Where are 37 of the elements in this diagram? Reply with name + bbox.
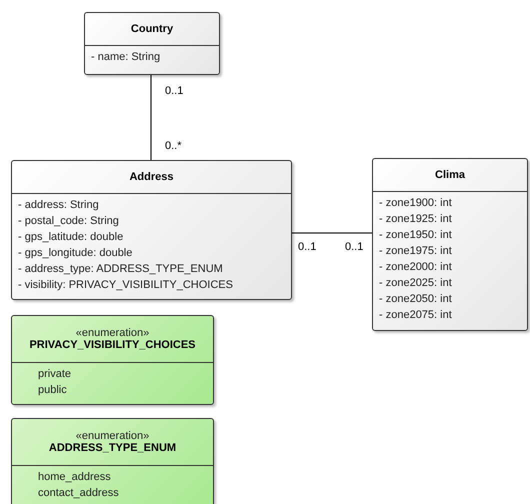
attribute-text: - zone1925: int xyxy=(379,212,452,227)
class-box xyxy=(84,12,220,75)
enum-value: private xyxy=(38,367,72,382)
attribute-text: - zone1950: int xyxy=(379,228,452,243)
association-line xyxy=(292,232,372,234)
enumeration-box xyxy=(11,315,214,405)
attribute-text: - zone1975: int xyxy=(379,244,452,259)
attribute-text: - zone2050: int xyxy=(379,292,452,307)
class-name: Clima xyxy=(435,169,465,181)
class-name: ADDRESS_TYPE_ENUM xyxy=(48,442,176,454)
enum-value: contact_address xyxy=(38,486,119,501)
attribute-text: - gps_latitude: double xyxy=(18,230,124,245)
multiplicity-label: 0..1 xyxy=(165,85,184,97)
attribute-text: - visibility: PRIVACY_VISIBILITY_CHOICES xyxy=(18,278,233,293)
stereotype-label: «enumeration» xyxy=(76,430,150,442)
attribute-text: - zone2025: int xyxy=(379,276,452,291)
class-box xyxy=(372,158,528,331)
multiplicity-label: 0..* xyxy=(165,140,182,152)
multiplicity-label: 0..1 xyxy=(298,241,316,253)
class-name: Country xyxy=(130,23,174,35)
attribute-text: - zone1900: int xyxy=(379,196,452,211)
enum-value: public xyxy=(38,383,67,398)
enum-value: home_address xyxy=(38,470,111,485)
attribute-text: - address_type: ADDRESS_TYPE_ENUM xyxy=(18,262,223,277)
stereotype-label: «enumeration» xyxy=(76,327,150,339)
attribute-text: - postal_code: String xyxy=(18,214,119,229)
attribute-text: - zone2000: int xyxy=(379,260,452,275)
attribute-text: - gps_longitude: double xyxy=(18,246,132,261)
multiplicity-label: 0..1 xyxy=(345,241,364,253)
enumeration-box xyxy=(11,418,214,504)
class-name: Address xyxy=(129,171,174,183)
association-line xyxy=(150,74,152,160)
attribute-text: - zone2075: int xyxy=(379,308,452,323)
attribute-text: - name: String xyxy=(91,50,160,65)
class-name: PRIVACY_VISIBILITY_CHOICES xyxy=(29,339,196,351)
attribute-text: - address: String xyxy=(18,198,99,213)
class-box xyxy=(11,160,292,300)
